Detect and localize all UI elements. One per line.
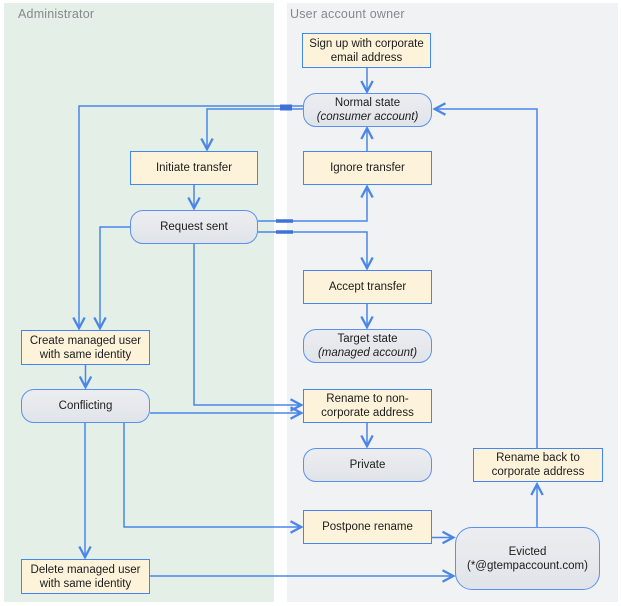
node-label: Normal state [334, 97, 401, 109]
node-ignore-transfer: Ignore transfer [303, 151, 432, 185]
lane-title-user-account-owner: User account owner [290, 7, 405, 21]
node-sublabel: (*@gtempaccount.com) [467, 559, 588, 572]
lane-administrator [4, 3, 274, 602]
node-accept-transfer: Accept transfer [303, 270, 432, 304]
node-label: Postpone rename [322, 521, 413, 533]
node-label: Rename back to [496, 452, 580, 464]
node-sign-up: Sign up with corporate email address [302, 33, 431, 68]
node-label: Sign up with corporate [309, 37, 424, 50]
node-conflicting: Conflicting [21, 389, 150, 423]
node-normal-state: Normal state (consumer account) [303, 93, 432, 127]
node-sublabel: (managed account) [317, 347, 418, 359]
node-label: with same identity [39, 348, 132, 361]
node-rename-to-non-corporate: Rename to non- corporate address [303, 389, 432, 423]
node-postpone-rename: Postpone rename [303, 510, 432, 544]
node-label: Delete managed user [30, 563, 141, 576]
node-label: corporate address [321, 407, 414, 419]
node-request-sent: Request sent [130, 210, 258, 244]
lane-title-administrator: Administrator [18, 7, 95, 21]
node-target-state: Target state (managed account) [303, 329, 432, 363]
node-label: Request sent [160, 221, 228, 233]
node-label: Create managed user [29, 334, 142, 347]
node-sublabel: (consumer account) [316, 111, 419, 123]
node-label: Initiate transfer [155, 162, 233, 174]
node-label: corporate address [491, 466, 585, 478]
node-label: Target state [337, 333, 398, 345]
node-rename-back-to-corporate: Rename back to corporate address [473, 448, 603, 482]
node-label: Accept transfer [328, 281, 407, 293]
node-label: with same identity [39, 577, 132, 590]
node-label: Ignore transfer [330, 162, 405, 174]
node-delete-managed-user: Delete managed user with same identity [21, 559, 150, 594]
node-label: Private [349, 459, 386, 471]
node-initiate-transfer: Initiate transfer [130, 151, 258, 185]
node-label: Conflicting [58, 400, 113, 412]
node-label: email address [330, 51, 403, 64]
node-evicted: Evicted (*@gtempaccount.com) [455, 527, 600, 590]
node-label: Rename to non- [326, 393, 409, 405]
node-label: Evicted [508, 545, 547, 558]
node-create-managed-user: Create managed user with same identity [21, 330, 150, 365]
node-private: Private [303, 448, 432, 482]
